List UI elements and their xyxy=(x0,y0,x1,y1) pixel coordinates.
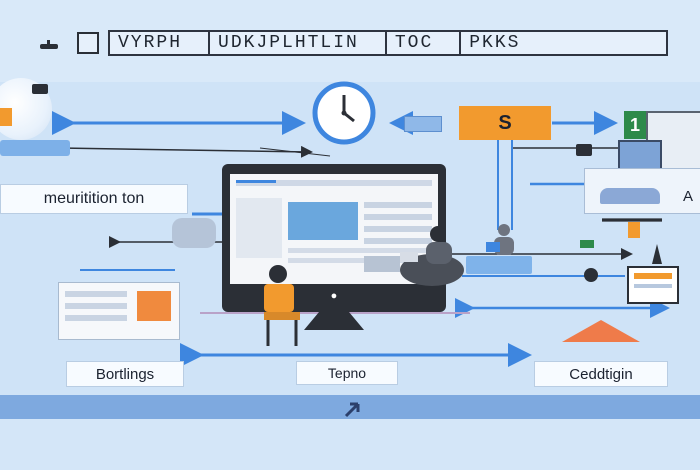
desk-items xyxy=(364,256,400,272)
left-drone-icon xyxy=(32,84,48,94)
bottom-band xyxy=(0,395,700,419)
monitor-stand xyxy=(304,312,364,330)
orange-badge[interactable]: S xyxy=(459,106,551,140)
power-button[interactable]: ● xyxy=(330,290,338,302)
right-card-icon[interactable] xyxy=(627,266,679,304)
clock-icon xyxy=(312,81,376,145)
bottom-area xyxy=(0,419,700,470)
header-title-box: VYRPH UDKJPLHTLIN TOC PKKS xyxy=(108,30,668,56)
tool-icon xyxy=(576,144,592,156)
right-edge-label: A xyxy=(682,187,693,205)
person-right-icon xyxy=(484,222,524,262)
header-segment-3: TOC xyxy=(384,32,433,54)
header-segment-2: UDKJPLHTLIN xyxy=(208,32,359,54)
laptop-stand-icon xyxy=(466,256,532,274)
monitor-image-block xyxy=(288,202,358,240)
header-segment-4: PKKS xyxy=(459,32,520,54)
green-badge: 1 xyxy=(624,111,646,139)
monitor-screen xyxy=(230,174,438,284)
bottom-right-label: Ceddtigin xyxy=(534,361,668,387)
small-component-icon xyxy=(404,116,442,132)
person-seated-icon xyxy=(258,262,308,346)
left-label: meuritition ton xyxy=(0,184,188,214)
house-icon xyxy=(618,140,662,172)
cursor-arrow-icon xyxy=(344,400,362,418)
right-wrench-icon xyxy=(602,218,662,222)
right-small-dot-icon xyxy=(584,268,598,282)
right-orange-tool-icon xyxy=(628,222,640,238)
bottom-left-label: Bortlings xyxy=(66,361,184,387)
right-flag-icon xyxy=(580,240,594,248)
person-beanbag-icon xyxy=(396,222,464,288)
right-drop-icon xyxy=(652,244,662,264)
left-arrow-icon xyxy=(0,108,12,126)
central-monitor: ● xyxy=(222,164,446,312)
left-tool-icon xyxy=(172,218,216,248)
right-machine-icon xyxy=(600,188,660,204)
left-server-icon xyxy=(0,140,70,156)
bottom-center-label: Tepno xyxy=(296,361,398,385)
square-icon[interactable] xyxy=(77,32,99,54)
pen-icon[interactable] xyxy=(38,38,60,52)
left-screen-card[interactable] xyxy=(58,282,180,340)
header-segment-1: VYRPH xyxy=(118,33,183,53)
